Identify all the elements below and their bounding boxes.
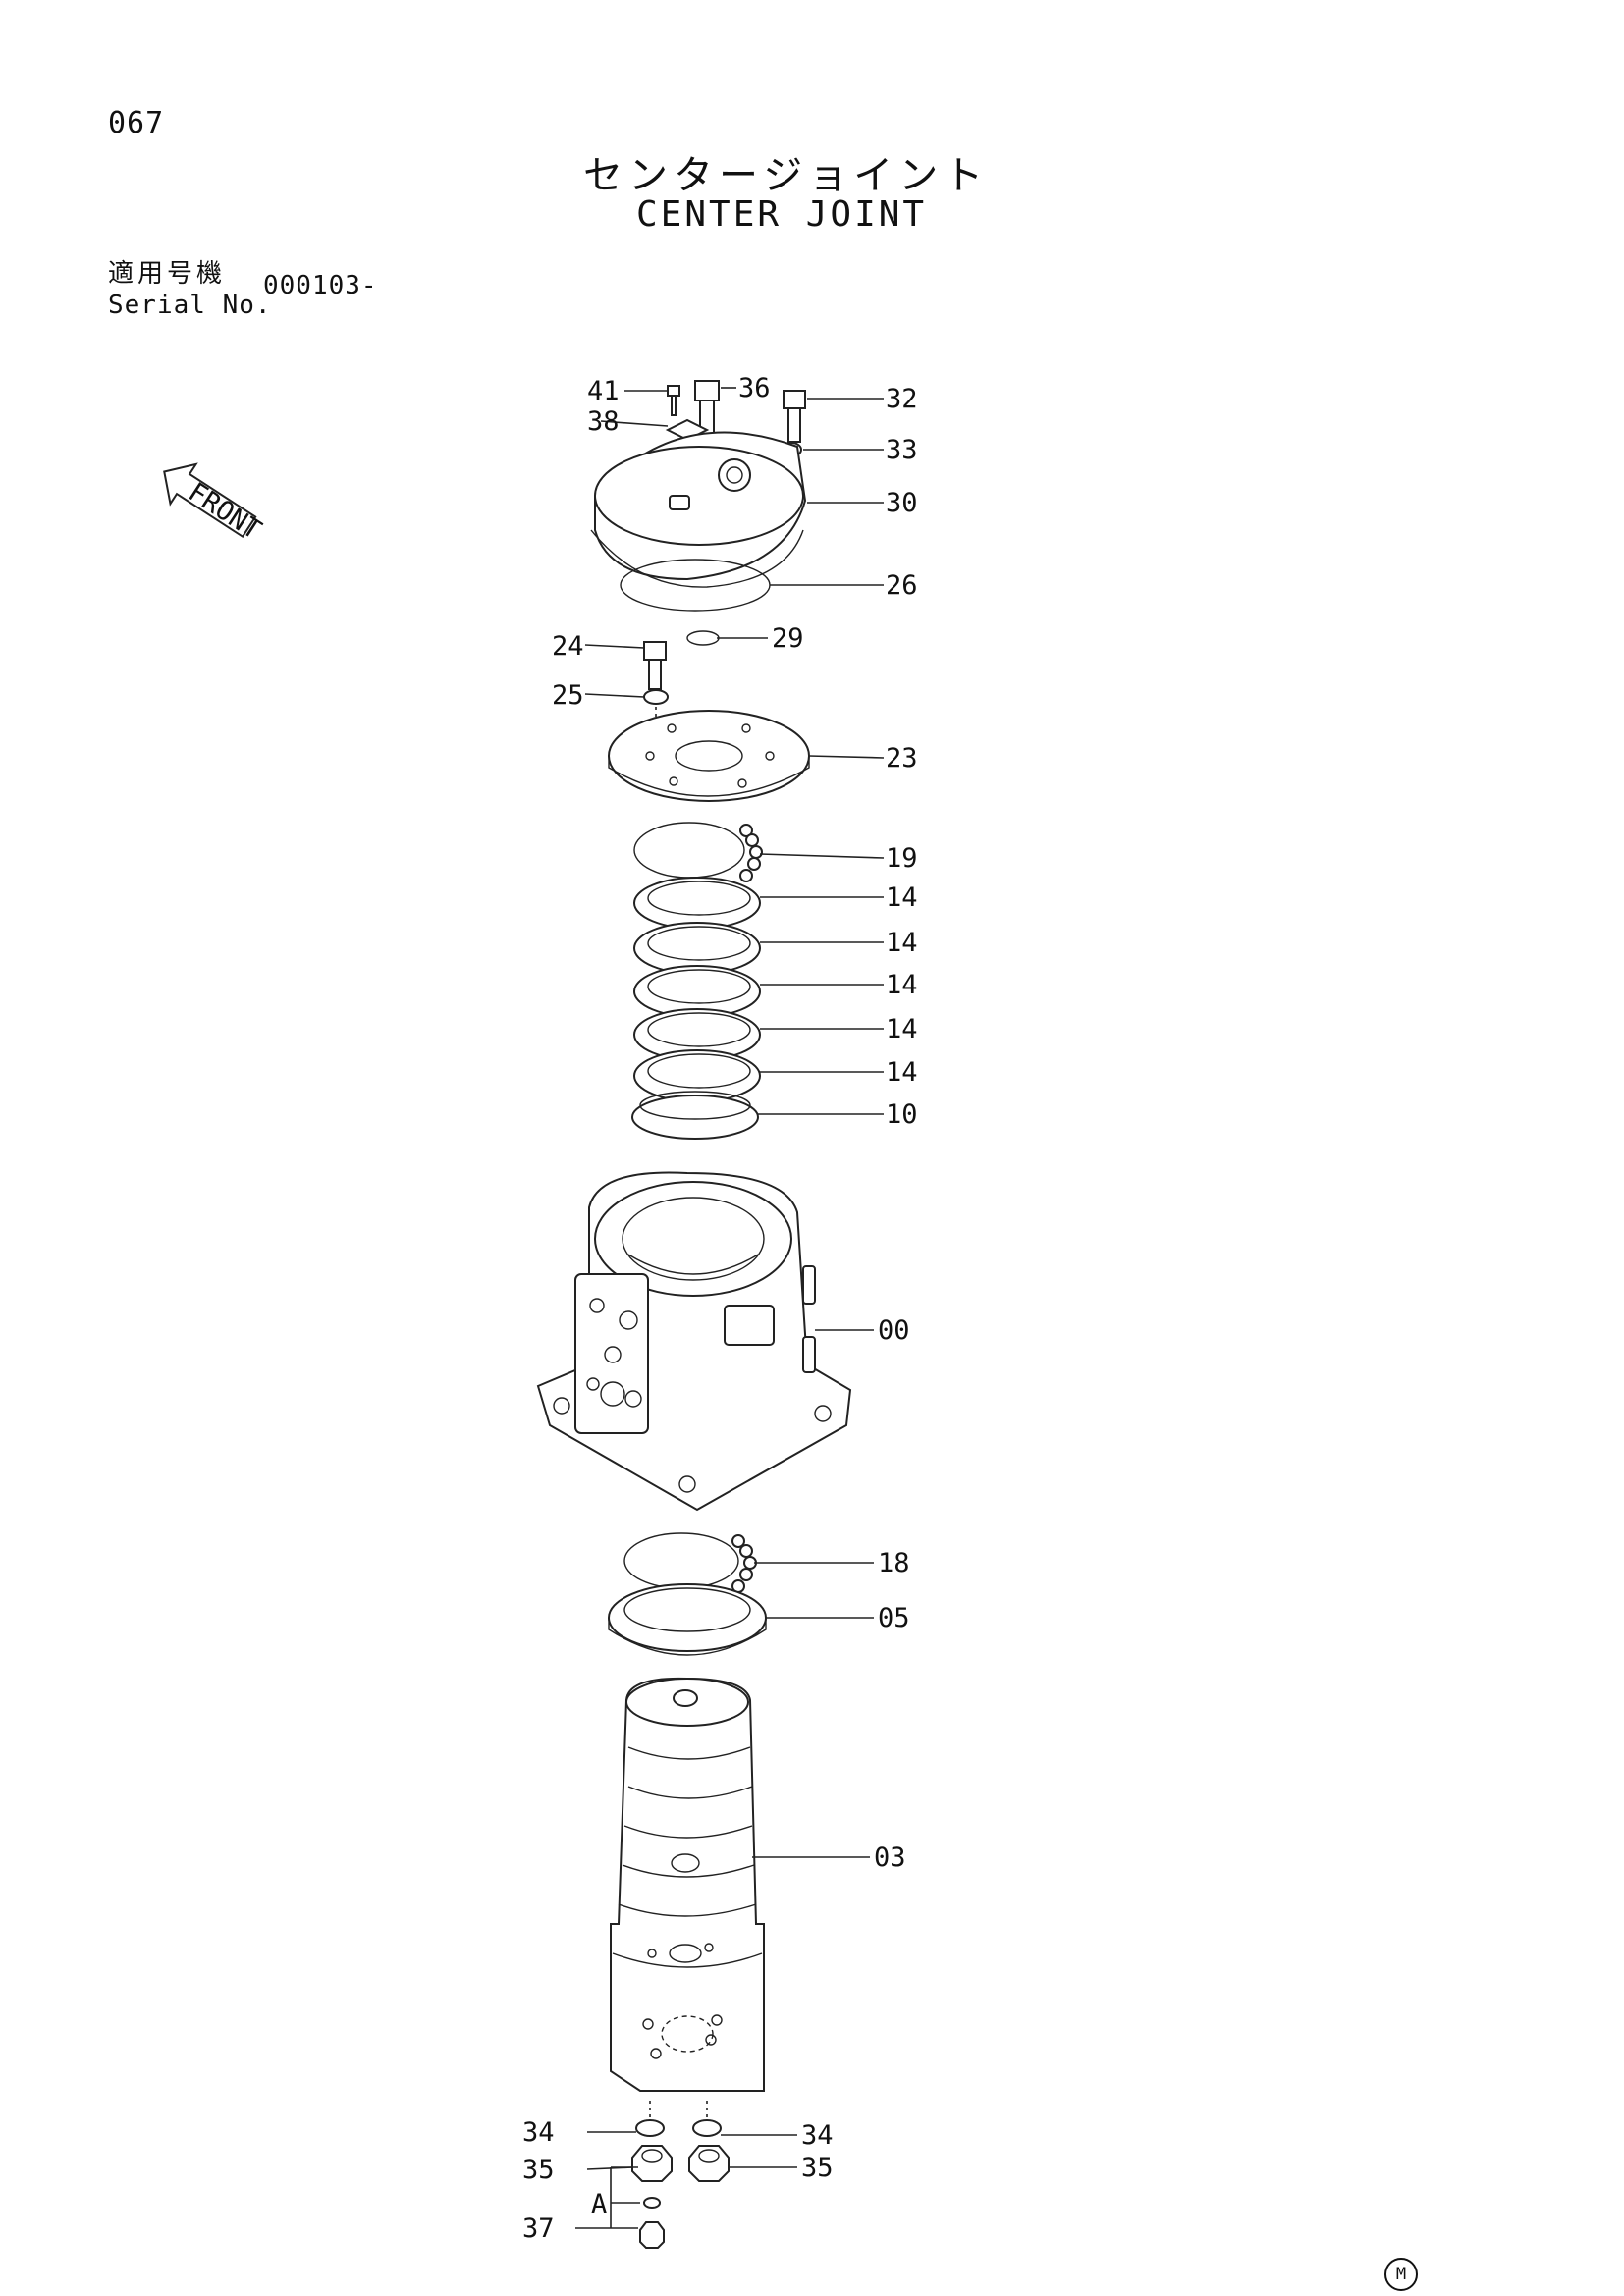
page-title-english: CENTER JOINT — [636, 194, 928, 235]
serial-number-value: 000103- — [263, 271, 378, 300]
callout-34-right: 34 — [801, 2120, 834, 2151]
callout-03: 03 — [874, 1842, 906, 1873]
seal-18 — [623, 1532, 757, 1593]
callout-38: 38 — [587, 406, 620, 437]
callout-29: 29 — [772, 623, 804, 654]
leader-lines — [575, 387, 885, 2229]
callout-14-e: 14 — [886, 1057, 918, 1088]
seal-rings-14 — [633, 877, 761, 1102]
seal-19 — [633, 822, 763, 882]
callout-10: 10 — [886, 1099, 918, 1130]
callout-26: 26 — [886, 570, 918, 601]
callout-05: 05 — [878, 1603, 910, 1633]
callout-a: A — [591, 2189, 607, 2219]
body-00 — [536, 1171, 852, 1512]
callout-41: 41 — [587, 376, 620, 406]
page-title-japanese: センタージョイント — [583, 153, 990, 198]
callout-32: 32 — [886, 384, 918, 414]
serial-label-english: Serial No. — [108, 291, 272, 320]
callout-30: 30 — [886, 488, 918, 518]
callout-37: 37 — [522, 2214, 555, 2244]
o-ring-29 — [686, 630, 720, 646]
cover-part — [590, 431, 807, 588]
lower-fittings — [631, 2101, 730, 2249]
serial-label-japanese: 適用号機 — [108, 259, 227, 289]
callout-14-a: 14 — [886, 882, 918, 913]
ring-05 — [608, 1583, 767, 1656]
callout-35-right: 35 — [801, 2153, 834, 2183]
callout-34-left: 34 — [522, 2117, 555, 2148]
callout-23: 23 — [886, 743, 918, 774]
plate-23 — [608, 710, 810, 802]
front-arrow-icon: FRONT — [163, 462, 266, 546]
callout-19: 19 — [886, 843, 918, 874]
top-hardware — [665, 380, 806, 457]
o-ring-10 — [631, 1091, 759, 1140]
callout-35-left: 35 — [522, 2155, 555, 2185]
callout-25: 25 — [552, 680, 584, 711]
corner-mark: M — [1384, 2258, 1418, 2291]
callout-24: 24 — [552, 631, 584, 662]
callout-33: 33 — [886, 435, 918, 465]
callout-18: 18 — [878, 1548, 910, 1578]
page-number: 067 — [108, 106, 165, 140]
front-arrow-label: FRONT — [183, 477, 266, 546]
callout-14-d: 14 — [886, 1014, 918, 1044]
callout-36: 36 — [738, 373, 771, 403]
callout-14-c: 14 — [886, 970, 918, 1000]
callout-00: 00 — [878, 1315, 910, 1346]
shaft-03 — [610, 1677, 765, 2092]
callout-labels: 41 36 32 38 33 30 26 24 29 25 23 19 14 1… — [522, 373, 918, 2244]
callout-14-b: 14 — [886, 928, 918, 958]
